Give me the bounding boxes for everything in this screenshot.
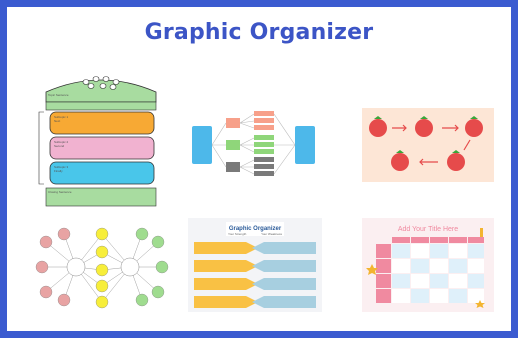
table-title: Add Your Title Here <box>398 226 458 233</box>
strength-weakness-thumbnail[interactable]: Graphic Organizer Your Strength Your Wea… <box>188 218 322 312</box>
organizer-title: Graphic Organizer <box>229 226 282 232</box>
weakness-label: Your Weakness <box>261 232 282 236</box>
subtopic1-sub: Next <box>54 119 60 123</box>
double-bubble-thumbnail[interactable] <box>34 222 170 312</box>
strength-label: Your Strength <box>228 232 247 236</box>
topic-label: Topic Sentence <box>48 93 69 97</box>
subtopic2-label: Subtopic 2 <box>54 140 69 144</box>
hamburger-organizer-thumbnail[interactable]: Topic Sentence Subtopic 1 Next Subtopic … <box>36 72 166 212</box>
subtopic1-label: Subtopic 1 <box>54 115 69 119</box>
subtopic3-label: Subtopic 3 <box>54 165 69 169</box>
subtopic3-sub: Finally <box>54 169 63 173</box>
tree-organizer-thumbnail[interactable] <box>190 106 320 186</box>
table-organizer-thumbnail[interactable]: Add Your Title Here <box>362 218 494 312</box>
tomato-cycle-thumbnail[interactable] <box>362 108 494 182</box>
subtopic2-sub: Second <box>54 144 65 148</box>
page-title: Graphic Organizer <box>144 20 374 45</box>
closing-label: Closing Sentence <box>48 190 72 194</box>
